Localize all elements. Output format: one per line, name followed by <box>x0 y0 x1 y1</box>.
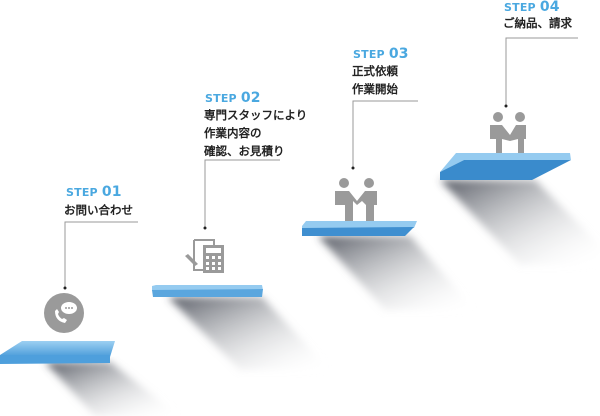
platform-1-shadow <box>45 362 180 416</box>
step-02-description: 専門スタッフにより作業内容の確認、お見積り <box>204 108 308 158</box>
platform-4 <box>440 153 571 180</box>
step-01-label: STEP 01 <box>66 184 122 200</box>
platform-2-shadow <box>168 297 330 370</box>
handshake-icon <box>335 178 377 221</box>
step-04-label: STEP 04 <box>504 0 560 15</box>
leader-lines <box>64 37 578 288</box>
step-04-description: ご納品、請求 <box>503 16 572 30</box>
platform-4-shadow <box>440 180 600 265</box>
phone-chat-icon <box>44 293 84 333</box>
step-01-description: お問い合わせ <box>64 203 133 217</box>
step-02-label: STEP 02 <box>205 90 261 106</box>
step-03-label: STEP 03 <box>353 46 409 62</box>
platform-3 <box>302 221 417 236</box>
step-03-description: 正式依頼作業開始 <box>352 64 398 96</box>
platform-2 <box>152 285 263 297</box>
handshake-icon <box>490 112 526 153</box>
platform-1 <box>0 341 115 364</box>
platform-3-shadow <box>318 236 475 310</box>
document-calculator-icon <box>185 239 224 273</box>
